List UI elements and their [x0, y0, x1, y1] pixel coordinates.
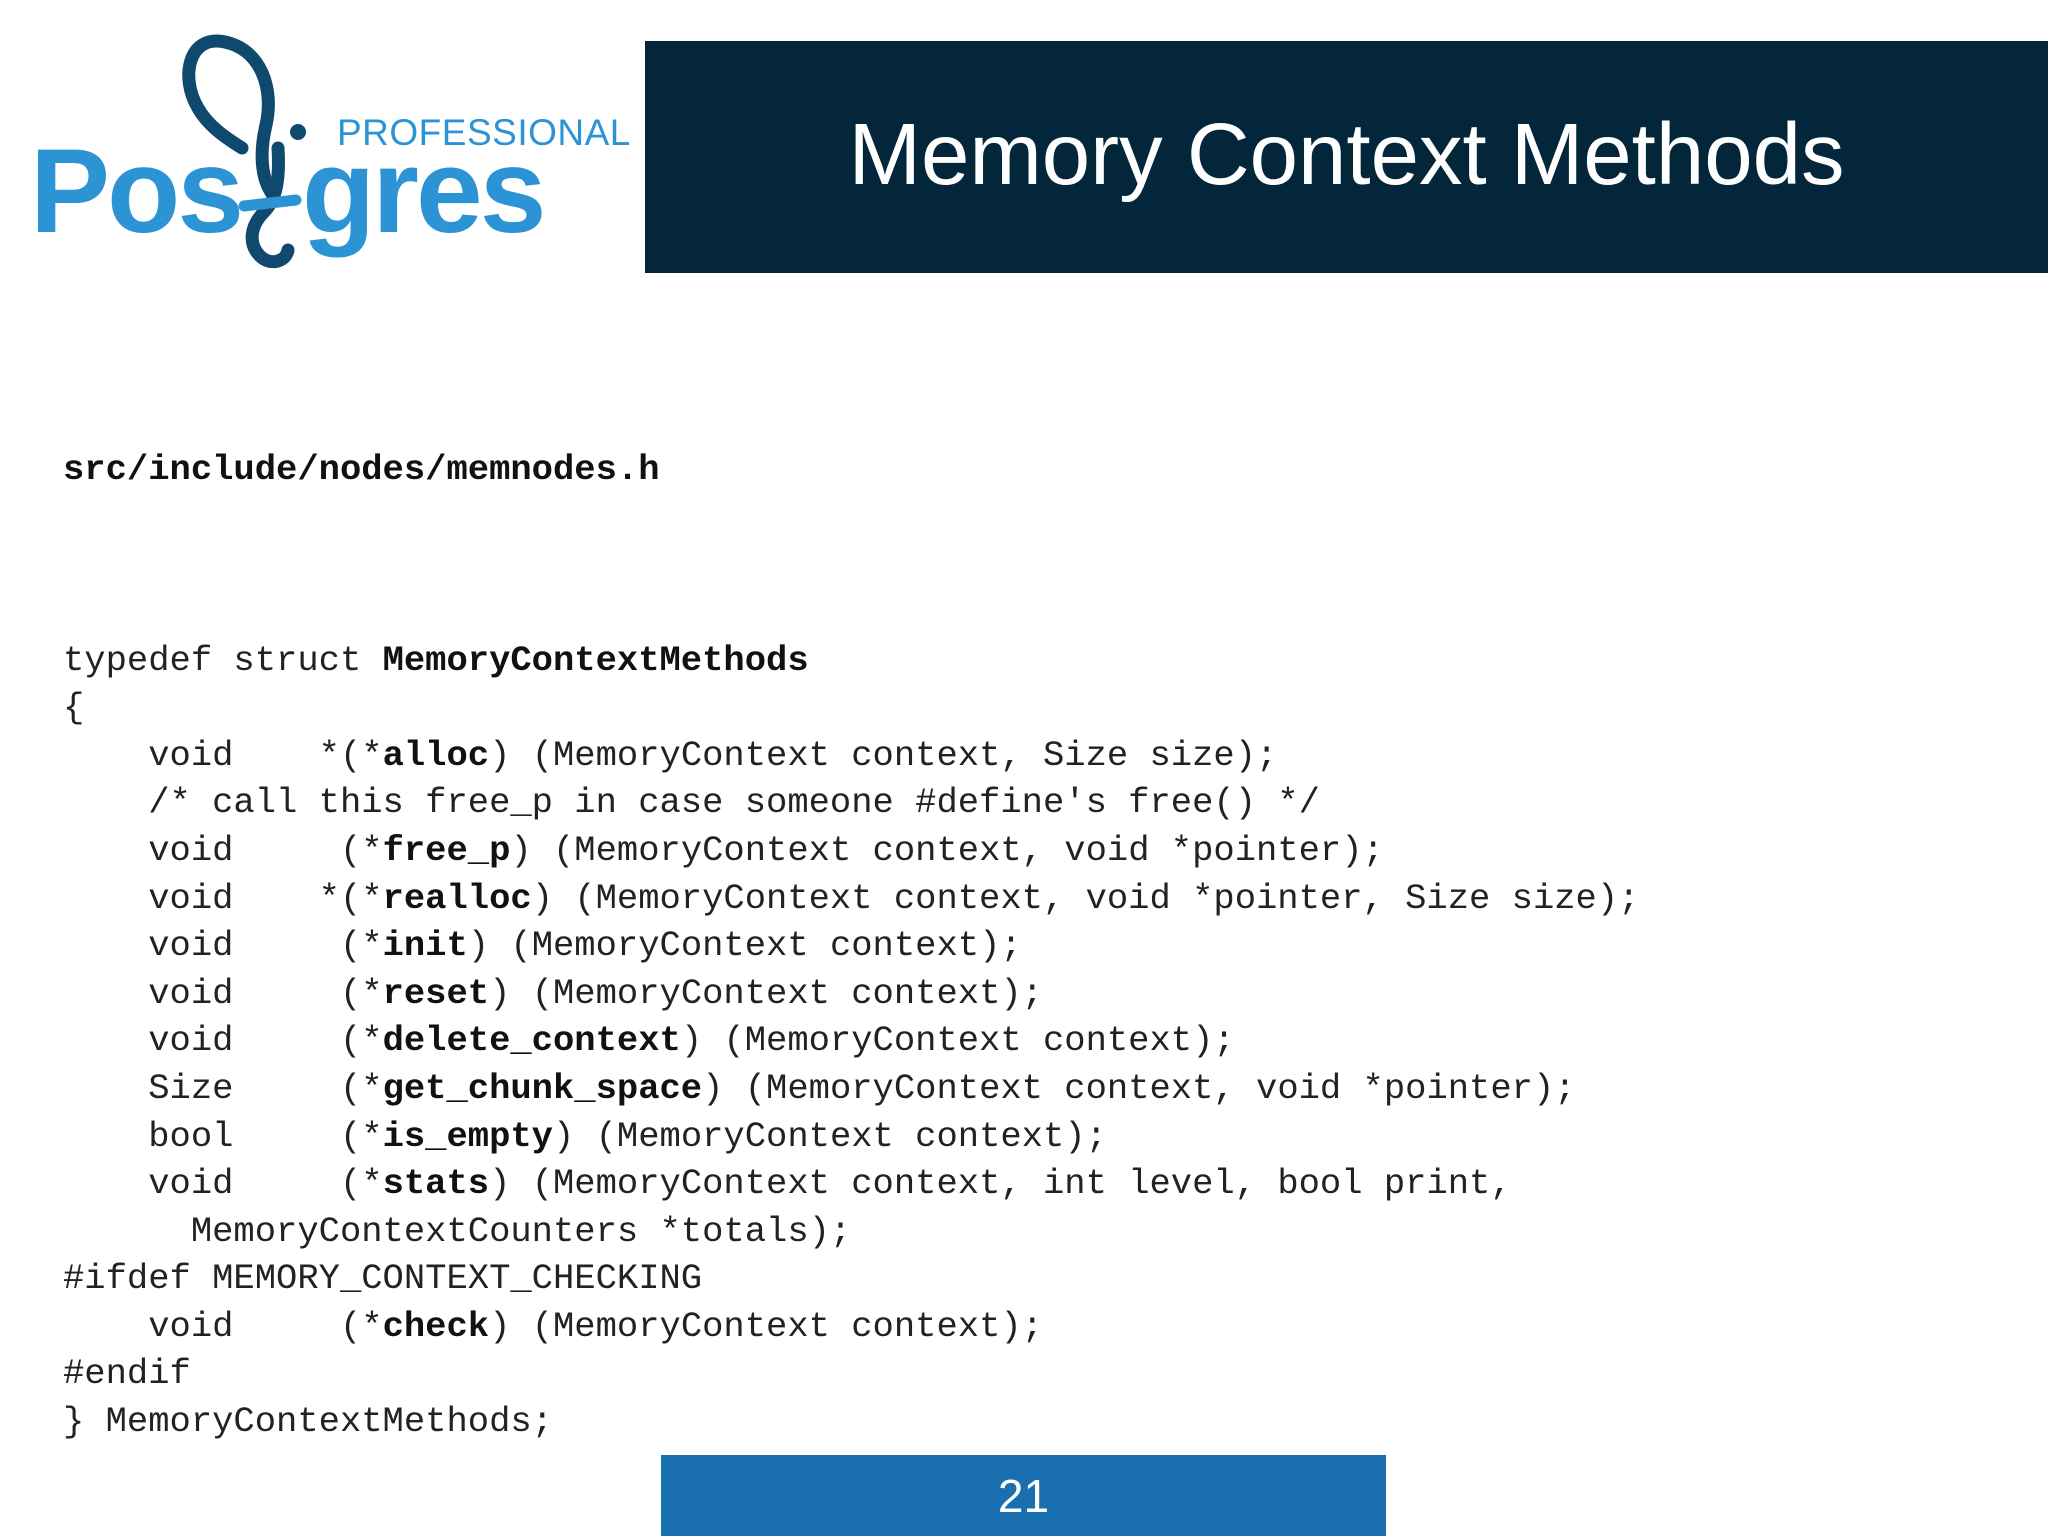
code-line: void (*stats) (MemoryContext context, in…	[63, 1160, 1639, 1208]
code-text: void (*	[63, 972, 383, 1014]
elephant-logo-icon: Pos gres	[30, 34, 546, 269]
code-text: #endif	[63, 1353, 191, 1395]
code-line: typedef struct MemoryContextMethods	[63, 637, 1639, 685]
code-text: /* call this free_p in case someone #def…	[63, 782, 1320, 824]
code-identifier: alloc	[382, 734, 490, 776]
code-text: ) (MemoryContext context);	[467, 925, 1022, 967]
code-text: typedef struct	[63, 639, 383, 681]
code-text: ) (MemoryContext context, void *pointer)…	[702, 1067, 1576, 1109]
code-block: src/include/nodes/memnodes.h typedef str…	[63, 351, 1639, 1446]
code-text: ) (MemoryContext context, void *pointer,…	[531, 877, 1640, 919]
code-text: } MemoryContextMethods;	[63, 1401, 553, 1443]
directive-line: #ifdef MEMORY_CONTEXT_CHECKING	[63, 1255, 1639, 1303]
logo-tagline: PROFESSIONAL	[337, 112, 631, 153]
code-line: void (*free_p) (MemoryContext context, v…	[63, 827, 1639, 875]
code-line: void *(*realloc) (MemoryContext context,…	[63, 875, 1639, 923]
code-line: MemoryContextCounters *totals);	[63, 1208, 1639, 1256]
page-number: 21	[997, 1469, 1050, 1522]
code-text: void (*	[63, 829, 383, 871]
code-text: void *(*	[63, 734, 383, 776]
code-line: } MemoryContextMethods;	[63, 1398, 1639, 1446]
directive-line: #endif	[63, 1350, 1639, 1398]
code-text: {	[63, 687, 85, 729]
code-text: MemoryContextCounters *totals);	[63, 1210, 852, 1252]
code-text: bool (*	[63, 1115, 383, 1157]
code-text: void (*	[63, 1305, 383, 1347]
code-text: ) (MemoryContext context);	[553, 1115, 1107, 1157]
code-line: void *(*alloc) (MemoryContext context, S…	[63, 732, 1639, 780]
code-identifier: MemoryContextMethods	[382, 639, 809, 681]
code-line: void (*init) (MemoryContext context);	[63, 922, 1639, 970]
code-text: void (*	[63, 1020, 383, 1062]
code-text: ) (MemoryContext context);	[680, 1020, 1235, 1062]
svg-text:Pos: Pos	[30, 124, 241, 258]
file-path: src/include/nodes/memnodes.h	[63, 449, 660, 491]
code-line: void (*check) (MemoryContext context);	[63, 1303, 1639, 1351]
code-line: {	[63, 684, 1639, 732]
code-line: void (*reset) (MemoryContext context);	[63, 970, 1639, 1018]
code-identifier: get_chunk_space	[382, 1067, 703, 1109]
code-text: ) (MemoryContext context, Size size);	[489, 734, 1278, 776]
code-identifier: stats	[382, 1163, 490, 1205]
code-text: ) (MemoryContext context, void *pointer)…	[510, 829, 1384, 871]
code-identifier: check	[382, 1305, 490, 1347]
code-text: ) (MemoryContext context);	[489, 972, 1043, 1014]
page-number-bar: 21	[661, 1455, 1386, 1536]
code-line: void (*delete_context) (MemoryContext co…	[63, 1017, 1639, 1065]
code-text: Size (*	[63, 1067, 383, 1109]
code-line: Size (*get_chunk_space) (MemoryContext c…	[63, 1065, 1639, 1113]
code-identifier: free_p	[382, 829, 511, 871]
code-identifier: is_empty	[382, 1115, 553, 1157]
code-identifier: reset	[382, 972, 490, 1014]
code-text: void (*	[63, 1163, 383, 1205]
comment-line: /* call this free_p in case someone #def…	[63, 779, 1639, 827]
svg-text:gres: gres	[302, 124, 543, 258]
code-identifier: init	[382, 925, 468, 967]
code-line: bool (*is_empty) (MemoryContext context)…	[63, 1113, 1639, 1161]
code-text: ) (MemoryContext context, int level, boo…	[489, 1163, 1512, 1205]
code-text: void *(*	[63, 877, 383, 919]
code-text: void (*	[63, 925, 383, 967]
slide-title: Memory Context Methods	[848, 106, 1845, 203]
code-text: ) (MemoryContext context);	[489, 1305, 1043, 1347]
postgres-professional-logo: Pos gres PROFESSIONAL	[30, 30, 630, 280]
code-text: #ifdef MEMORY_CONTEXT_CHECKING	[63, 1258, 703, 1300]
code-identifier: delete_context	[382, 1020, 681, 1062]
title-bar: Memory Context Methods	[645, 41, 2048, 273]
code-identifier: realloc	[382, 877, 532, 919]
blank-line	[63, 589, 1639, 637]
